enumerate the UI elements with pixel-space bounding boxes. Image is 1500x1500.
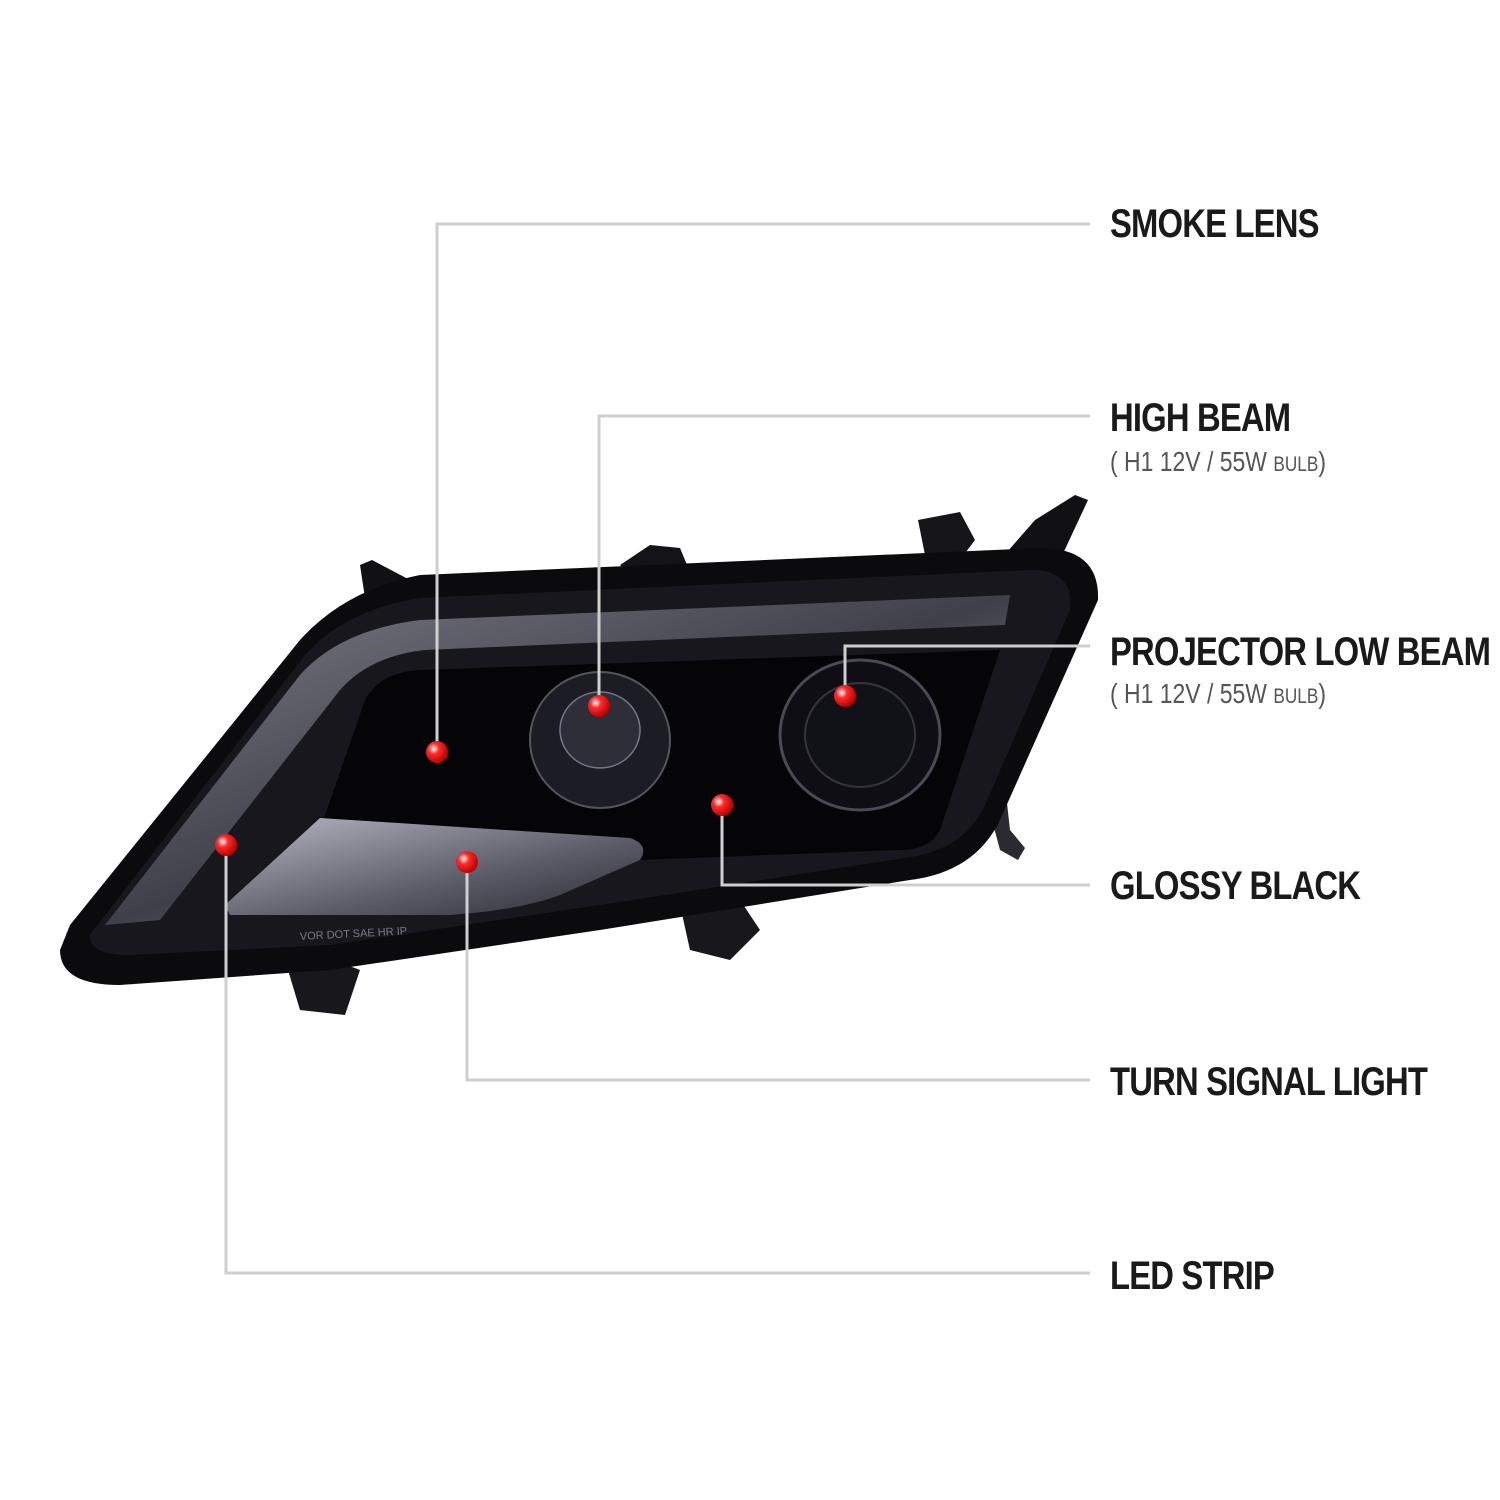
spec-high-beam: ( H1 12V / 55W BULB) (1110, 448, 1326, 476)
leader-lines (224, 222, 1090, 1275)
label-smoke-lens: SMOKE LENS (1110, 202, 1319, 246)
spec-unit: BULB (1273, 453, 1319, 476)
markers (215, 685, 856, 873)
headlight-image: VOR DOT SAE HR IP (60, 495, 1099, 1015)
leader-line-projector-low-beam (843, 644, 1090, 696)
marker-glossy-black (711, 794, 733, 816)
leader-line-led-strip (224, 845, 1090, 1275)
spec-open: ( (1110, 678, 1118, 709)
spec-open: ( (1110, 446, 1118, 477)
marker-projector-low-beam (834, 685, 856, 707)
mount-tab-right (918, 512, 975, 560)
spec-close: ) (1318, 678, 1326, 709)
led-strip-band (105, 595, 1010, 925)
label-projector-low-beam: PROJECTOR LOW BEAM (1110, 630, 1491, 674)
marker-smoke-lens (426, 741, 448, 763)
marker-turn-signal (456, 851, 478, 873)
marker-high-beam (588, 695, 610, 717)
lens-imprint: VOR DOT SAE HR IP (300, 925, 408, 943)
label-glossy-black: GLOSSY BLACK (1110, 864, 1361, 908)
leader-line-glossy-black (720, 805, 1090, 887)
marker-led-strip (215, 834, 237, 856)
label-led-strip: LED STRIP (1110, 1254, 1275, 1298)
label-turn-signal-light: TURN SIGNAL LIGHT (1110, 1060, 1428, 1104)
spec-value: H1 12V / 55W (1124, 446, 1267, 477)
spec-projector-low-beam: ( H1 12V / 55W BULB) (1110, 680, 1326, 708)
spec-value: H1 12V / 55W (1124, 678, 1267, 709)
spec-close: ) (1318, 446, 1326, 477)
leader-line-high-beam (597, 414, 1090, 706)
label-high-beam: HIGH BEAM (1110, 396, 1291, 440)
spec-unit: BULB (1273, 685, 1319, 708)
leader-line-turn-signal (465, 862, 1090, 1082)
turn-signal-lens (225, 818, 644, 915)
leader-line-smoke-lens (435, 222, 1090, 752)
